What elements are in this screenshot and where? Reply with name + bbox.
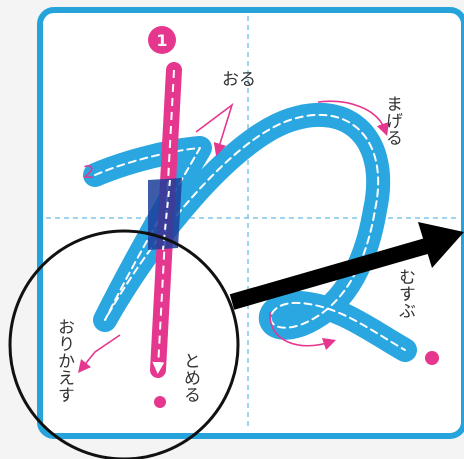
annotation-arrows bbox=[77, 100, 389, 373]
stroke-number-one: 1 bbox=[156, 31, 167, 50]
label-mageru: まげる bbox=[382, 95, 402, 146]
highlight-circle bbox=[8, 229, 240, 459]
label-musubu: むすぶ bbox=[395, 268, 416, 319]
start-dot-icon: 1 bbox=[148, 26, 176, 54]
label-orikaesu: おりかえす bbox=[54, 318, 74, 403]
end-dot-icon bbox=[154, 396, 166, 408]
direction-arrow-icon bbox=[77, 334, 121, 373]
stroke-two-dashed-guide bbox=[94, 114, 406, 351]
label-oru: おる bbox=[222, 70, 256, 90]
guide-lines bbox=[46, 16, 458, 430]
direction-arrow-icon bbox=[195, 102, 234, 157]
curved-arrow-icon bbox=[269, 311, 337, 351]
stroke-one-dashed-guide bbox=[152, 69, 175, 374]
curved-arrow-icon bbox=[317, 100, 389, 137]
label-tomeru: とめる bbox=[180, 352, 200, 403]
pointer-arrow-icon bbox=[229, 222, 464, 310]
overlap-shade bbox=[148, 178, 182, 250]
end-dot-icon bbox=[425, 351, 439, 365]
stroke-number-two: 2 bbox=[83, 162, 94, 183]
